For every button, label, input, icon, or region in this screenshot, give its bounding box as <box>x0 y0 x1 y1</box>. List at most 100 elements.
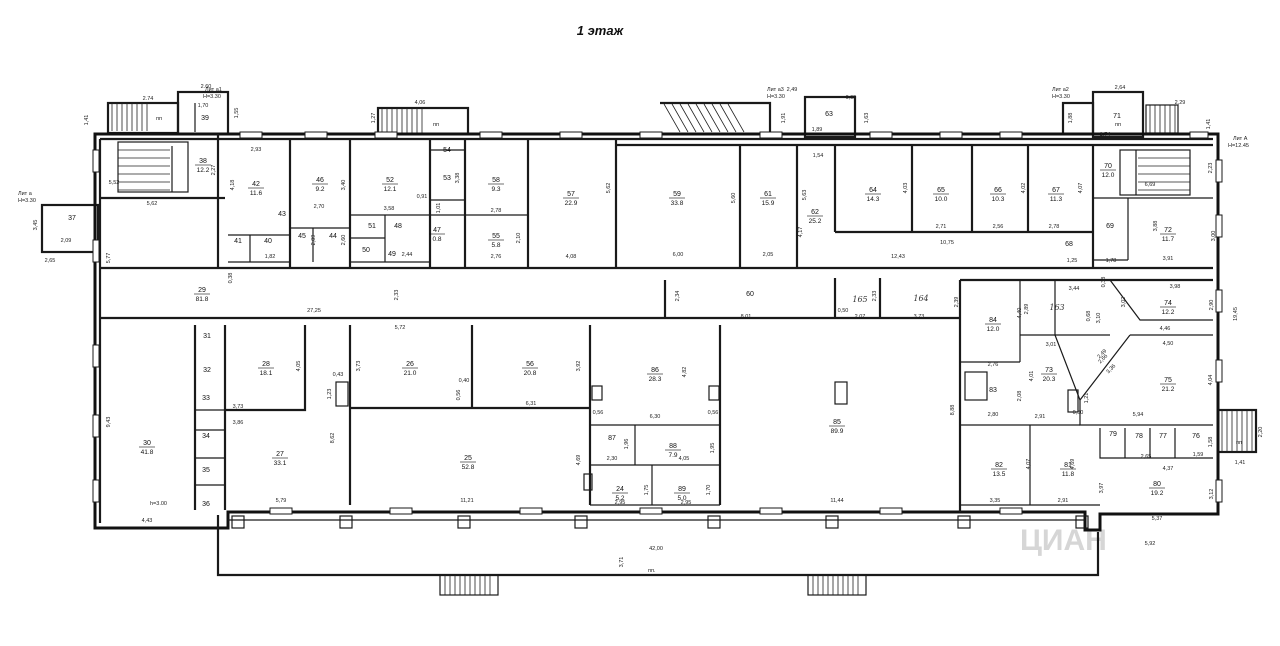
room-number-38: 38 <box>199 158 207 165</box>
room-number-67: 67 <box>1052 187 1060 194</box>
room-area-62: 25.2 <box>809 218 822 225</box>
dimension-d-3-86: 3,86 <box>233 420 244 426</box>
dimension-d-3-02: 3,02 <box>1121 297 1127 308</box>
room-number-33: 33 <box>202 395 210 402</box>
dimension-d-10-75: 10,75 <box>940 240 954 246</box>
room-number-43: 43 <box>278 211 286 218</box>
room-area-86: 28.3 <box>649 376 662 383</box>
room-area-38: 12.2 <box>197 167 210 174</box>
dimension-d-27-25: 27,25 <box>307 308 321 314</box>
dimension-d-2-91: 2,91 <box>1035 414 1046 420</box>
room-number-26: 26 <box>406 361 414 368</box>
dimension-d-2-74: 2.74 <box>143 96 154 102</box>
room-area-66: 10.3 <box>992 196 1005 203</box>
room-number-81: 81 <box>1064 462 1072 469</box>
room-number-24: 24 <box>616 486 624 493</box>
dimension-d-2-29: 2,29 <box>1175 100 1186 106</box>
dimension-d-1-41c: 1,41 <box>1235 460 1246 466</box>
room-area-84: 12.0 <box>987 326 1000 333</box>
handwritten-164: 164 <box>913 294 928 303</box>
dimension-d-2-89: 2,89 <box>1024 304 1030 315</box>
dimension-d-4-18: 4,18 <box>230 180 236 191</box>
dimension-d-2-39: 2,39 <box>954 297 960 308</box>
dimension-d-4-05b: 4,05 <box>679 456 690 462</box>
room-number-80: 80 <box>1153 481 1161 488</box>
label-pp-4: пп <box>1236 440 1242 446</box>
room-number-74: 74 <box>1164 300 1172 307</box>
dimension-d-5-62: 5,62 <box>147 201 158 207</box>
room-number-69: 69 <box>1106 223 1114 230</box>
room-number-37: 37 <box>68 215 76 222</box>
dimension-d-2-65: 2,65 <box>45 258 56 264</box>
label-lit-A-h: Н=12.45 <box>1228 143 1249 149</box>
room-number-83: 83 <box>989 387 997 394</box>
room-number-41: 41 <box>234 238 242 245</box>
dimension-d-3-71: 3,71 <box>619 557 625 568</box>
room-number-27: 27 <box>276 451 284 458</box>
label-lit-a1-h: Н=3.30 <box>203 94 221 100</box>
label-pp-2: пп <box>433 122 439 128</box>
room-number-47: 47 <box>433 227 441 234</box>
dimension-d-0-38b: 0,38 <box>1101 277 1107 288</box>
room-number-30: 30 <box>143 440 151 447</box>
room-number-64: 64 <box>869 187 877 194</box>
room-number-25: 25 <box>464 455 472 462</box>
room-area-82: 13.5 <box>993 471 1006 478</box>
dimension-d-2-90: 2,90 <box>1209 300 1215 311</box>
room-number-53: 53 <box>443 175 451 182</box>
dimension-d-1-70b: 1,70 <box>706 485 712 496</box>
dimension-d-3-10: 3,10 <box>1096 313 1102 324</box>
dimension-d-2-44: 2,44 <box>402 252 413 258</box>
dimension-d-2-78b: 2,78 <box>1049 224 1060 230</box>
room-number-76: 76 <box>1192 433 1200 440</box>
label-pp-front: пп. <box>648 568 656 574</box>
windows <box>92 131 1223 515</box>
dimension-d-3-40: 3,40 <box>341 180 347 191</box>
dimension-d-3-12: 3,12 <box>1209 489 1215 500</box>
label-lit-a1: Лит а1 <box>205 87 222 93</box>
label-h-left: h=3.00 <box>150 501 167 507</box>
label-lit-a2: Лит а2 <box>1052 87 1069 93</box>
room-number-73: 73 <box>1045 367 1053 374</box>
room-number-77: 77 <box>1159 433 1167 440</box>
dimension-d-42-00: 42,00 <box>649 546 663 552</box>
room-number-44: 44 <box>329 233 337 240</box>
room-number-88: 88 <box>669 443 677 450</box>
room-area-56: 20.8 <box>524 370 537 377</box>
room-area-55: 5.8 <box>491 242 500 249</box>
label-lit-a: Лит а <box>18 191 33 197</box>
dimension-d-2-49: 2,49 <box>787 87 798 93</box>
dimension-d-0-91: 0,91 <box>417 194 428 200</box>
room-number-65: 65 <box>937 187 945 194</box>
room-area-89: 5.0 <box>677 495 686 502</box>
dimension-d-3-92: 3,92 <box>576 361 582 372</box>
dimension-d-6-00: 6,00 <box>673 252 684 258</box>
interior-walls <box>100 134 1213 512</box>
dimension-d-5-63: 5,63 <box>802 190 808 201</box>
room-number-78: 78 <box>1135 433 1143 440</box>
room-area-88: 7.9 <box>668 452 677 459</box>
dimension-d-1-55: 1,55 <box>234 108 240 119</box>
label-pp-3: пп <box>1115 122 1121 128</box>
dimension-d-2-49b: 2,49 <box>1096 348 1108 360</box>
room-number-72: 72 <box>1164 227 1172 234</box>
room-number-29: 29 <box>198 287 206 294</box>
room-area-70: 12.0 <box>1102 172 1115 179</box>
dimension-d-1-63: 1,63 <box>864 113 870 124</box>
dimension-d-2-76: 2,76 <box>491 254 502 260</box>
dimension-d-2-66: 2,66 <box>1097 353 1109 365</box>
dimension-d-2-09b: 2,09 <box>311 235 317 246</box>
dimension-d-6-31: 6,31 <box>526 401 537 407</box>
dimension-d-0-50b: 0,50 <box>1073 410 1084 416</box>
room-area-81: 11.8 <box>1062 471 1075 478</box>
dimension-d-0-43: 0,43 <box>333 372 344 378</box>
handwritten-163: 163 <box>1049 303 1064 312</box>
dimension-d-0-50: 0,50 <box>838 308 849 314</box>
room-number-39: 39 <box>201 115 209 122</box>
room-number-85: 85 <box>833 419 841 426</box>
dimension-d-3-58: 3,58 <box>384 206 395 212</box>
label-lit-A: Лит А <box>1233 136 1248 142</box>
dimension-d-1-58: 1,58 <box>1208 437 1214 448</box>
dimension-d-3-73b: 3,73 <box>233 404 244 410</box>
dimension-d-4-04: 4,04 <box>1208 375 1214 386</box>
